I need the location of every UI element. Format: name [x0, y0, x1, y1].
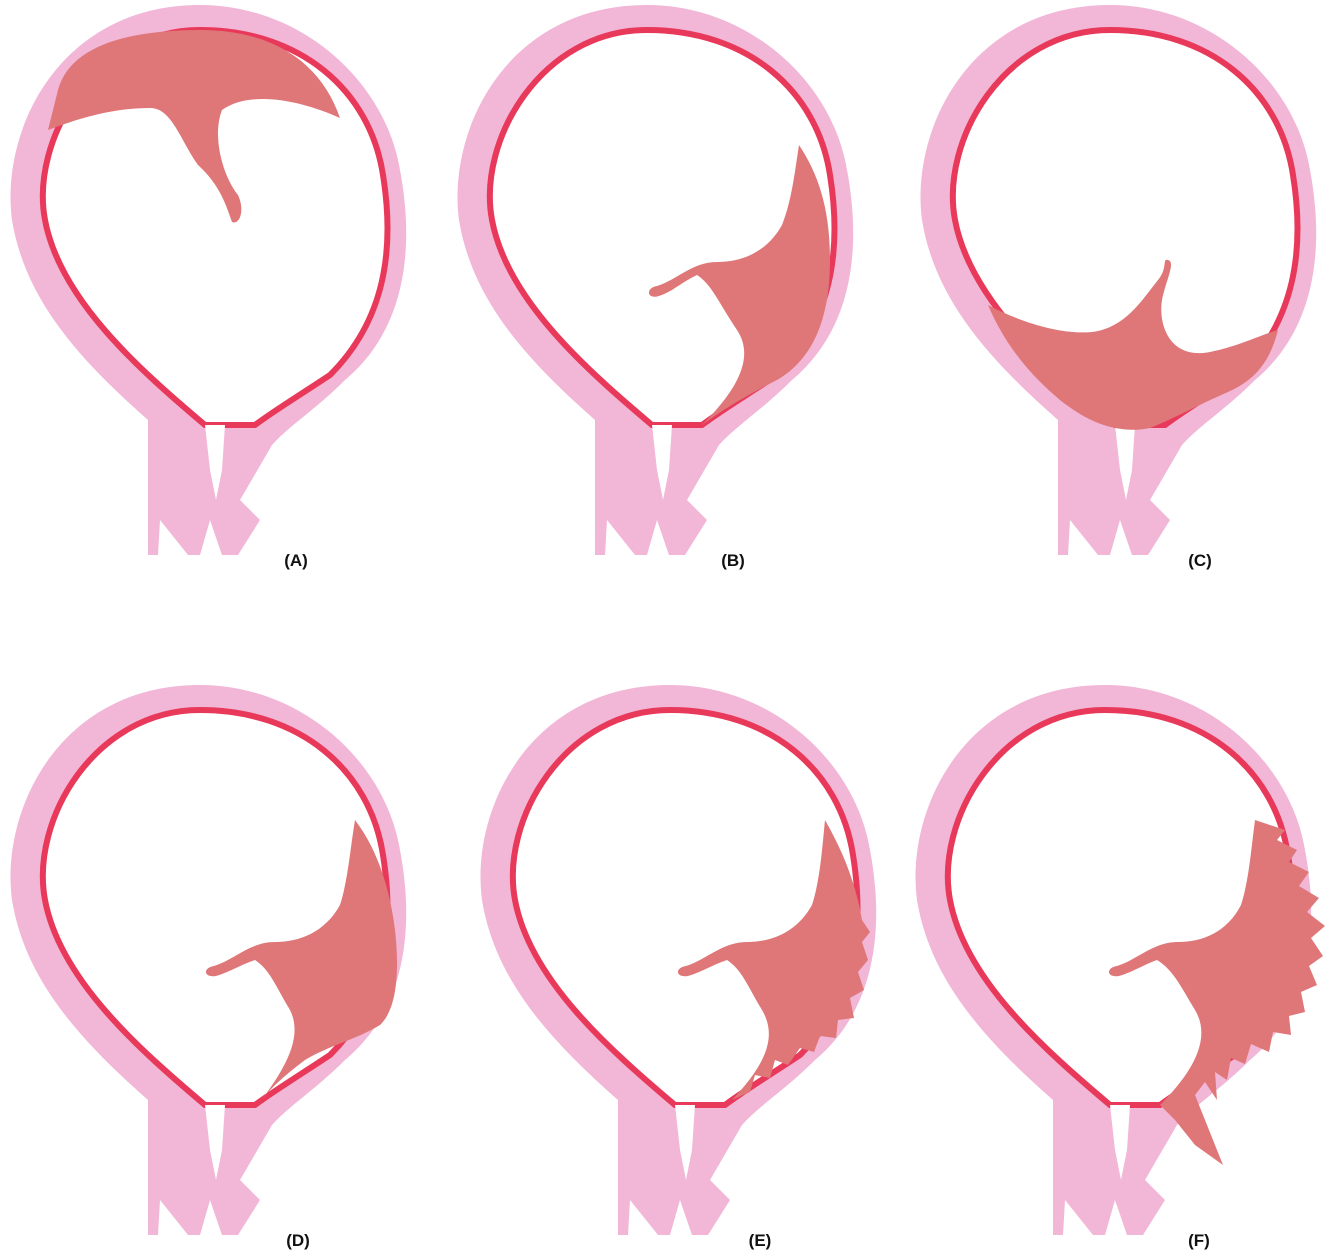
- panel-c: (C): [921, 5, 1317, 570]
- panel-label-f: (F): [1188, 1231, 1210, 1250]
- panel-b: (B): [458, 5, 854, 570]
- panel-f: (F): [916, 685, 1325, 1250]
- panel-a: (A): [11, 5, 407, 570]
- panel-label-a: (A): [284, 551, 308, 570]
- panel-label-b: (B): [721, 551, 745, 570]
- panel-d: (D): [11, 685, 407, 1250]
- panel-label-e: (E): [749, 1231, 772, 1250]
- panel-e: (E): [481, 685, 877, 1250]
- panel-label-c: (C): [1188, 551, 1212, 570]
- panel-label-d: (D): [286, 1231, 310, 1250]
